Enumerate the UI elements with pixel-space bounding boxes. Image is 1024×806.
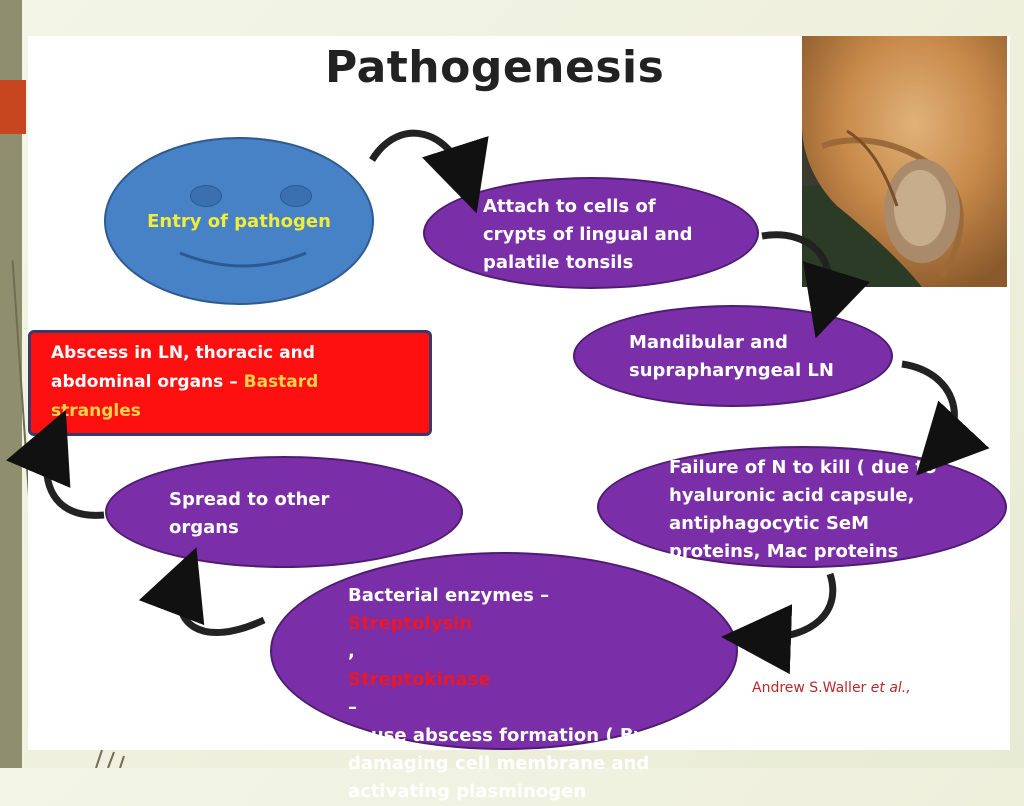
horse-jaw-photo [802, 36, 1007, 287]
entry-of-pathogen-label: Entry of pathogen [147, 211, 331, 232]
arrow-attach-to-mandibular [761, 231, 870, 339]
enzyme-name-1: Streptolysin [348, 613, 473, 634]
enzymes-names-line: Streptolysin, Streptokinase – [348, 610, 649, 722]
enzymes-heading: Bacterial enzymes – [348, 585, 550, 606]
entry-of-pathogen-node: Entry of pathogen [104, 137, 374, 305]
mandibular-node-label: Mandibular and suprapharyngeal LN [629, 332, 834, 381]
slide-decor-strokes [95, 749, 125, 768]
left-eye-shape [190, 185, 222, 207]
citation-author: Andrew S.Waller [752, 680, 867, 696]
smile-shape [179, 251, 307, 268]
citation: Andrew S.Waller et al., [752, 680, 911, 696]
abscess-box-main: Abscess in LN, thoracic and abdominal or… [51, 343, 315, 392]
arrow-mandibular-to-failure [901, 360, 990, 476]
abscess-box-highlight: Bastard strangles [51, 372, 319, 421]
arrow-entry-to-attach [369, 129, 489, 214]
citation-suffix: et al., [870, 680, 911, 696]
right-eye-shape [280, 185, 312, 207]
cycle-arrows [6, 129, 990, 675]
abscess-box-text: Abscess in LN, thoracic and abdominal or… [51, 339, 421, 426]
attach-node-label: Attach to cells of crypts of lingual and… [483, 196, 693, 273]
horse-photo-illustration [802, 36, 1007, 287]
page-title: Pathogenesis [325, 42, 665, 93]
spread-node-label: Spread to other organs [169, 489, 330, 538]
slide-left-bar [0, 0, 22, 768]
enzyme-separator: , [348, 641, 355, 662]
bastard-strangles-box: Abscess in LN, thoracic and abdominal or… [28, 330, 432, 436]
enzyme-name-2: Streptokinase [348, 669, 491, 690]
slide-accent-tab [0, 80, 26, 134]
enzyme-dash: – [348, 697, 357, 718]
arrow-enzymes-to-spread [138, 547, 266, 636]
arrow-spread-to-abscess [6, 409, 105, 519]
arrow-failure-to-enzymes [721, 572, 837, 675]
